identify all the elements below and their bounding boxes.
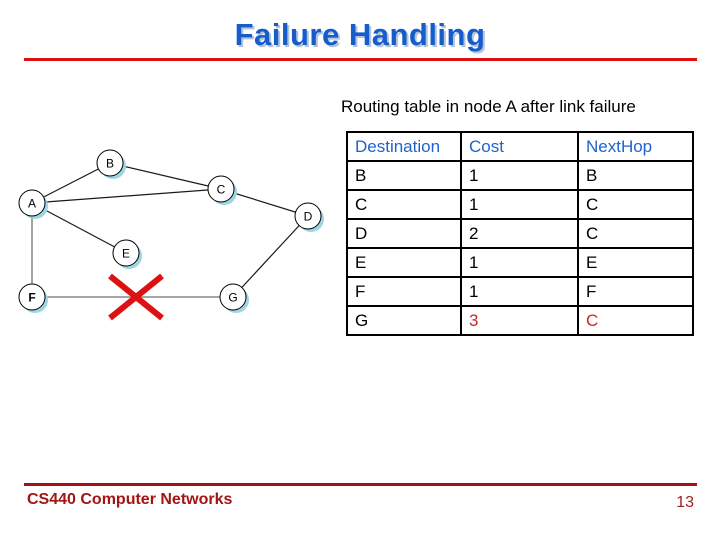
- cost-cell: 1: [460, 247, 579, 278]
- node-B-circle: [96, 149, 124, 177]
- destination-cell: G: [346, 305, 462, 336]
- nexthop-cell: E: [577, 247, 694, 278]
- nexthop-cell: C: [577, 189, 694, 220]
- col-header-nexthop: NextHop: [577, 131, 694, 162]
- network-topology-diagram: A B C D E F G: [18, 149, 324, 321]
- table-row: F 1 F: [346, 276, 694, 307]
- nexthop-cell: C: [577, 218, 694, 249]
- destination-cell: D: [346, 218, 462, 249]
- col-header-cost: Cost: [460, 131, 579, 162]
- nexthop-cell: F: [577, 276, 694, 307]
- edge-A-E: [31, 202, 127, 254]
- col-header-destination: Destination: [346, 131, 462, 162]
- node-A-circle: [18, 189, 46, 217]
- destination-cell: C: [346, 189, 462, 220]
- destination-cell: B: [346, 160, 462, 191]
- table-row: G 3 C: [346, 305, 694, 336]
- cost-cell: 1: [460, 189, 579, 220]
- cost-cell: 1: [460, 160, 579, 191]
- destination-cell: F: [346, 276, 462, 307]
- node-C-circle: [207, 175, 235, 203]
- nexthop-cell: C: [577, 305, 694, 336]
- slide-page-number: 13: [676, 494, 694, 511]
- table-row: D 2 C: [346, 218, 694, 249]
- node-A-label: A: [28, 197, 36, 211]
- edge-D-G: [232, 215, 309, 298]
- table-caption: Routing table in node A after link failu…: [341, 97, 636, 116]
- destination-cell: E: [346, 247, 462, 278]
- node-D-circle: [294, 202, 322, 230]
- cost-cell: 1: [460, 276, 579, 307]
- routing-table: Destination Cost NextHop B 1 B C 1 C D 2…: [346, 131, 694, 336]
- node-F-label: F: [28, 291, 35, 305]
- edge-A-B: [31, 162, 111, 204]
- node-F-circle: [18, 283, 46, 311]
- table-row: E 1 E: [346, 247, 694, 278]
- node-E-circle: [112, 239, 140, 267]
- footer-course-label: CS440 Computer Networks: [27, 491, 233, 508]
- node-B-label: B: [106, 157, 114, 171]
- node-G-circle: [219, 283, 247, 311]
- node-E-label: E: [122, 247, 130, 261]
- footer-divider-line: [24, 483, 697, 486]
- failed-link-x-icon: [108, 273, 164, 321]
- node-C-label: C: [217, 183, 226, 197]
- node-D-label: D: [304, 210, 313, 224]
- cost-cell: 3: [460, 305, 579, 336]
- edge-B-C: [109, 162, 222, 190]
- routing-table-header-row: Destination Cost NextHop: [346, 131, 694, 162]
- nexthop-cell: B: [577, 160, 694, 191]
- node-G-label: G: [228, 291, 237, 305]
- title-divider-line: [24, 58, 697, 61]
- edge-A-C: [31, 188, 222, 204]
- slide-title: Failure Handling: [234, 17, 486, 52]
- cost-cell: 2: [460, 218, 579, 249]
- table-row: C 1 C: [346, 189, 694, 220]
- table-row: B 1 B: [346, 160, 694, 191]
